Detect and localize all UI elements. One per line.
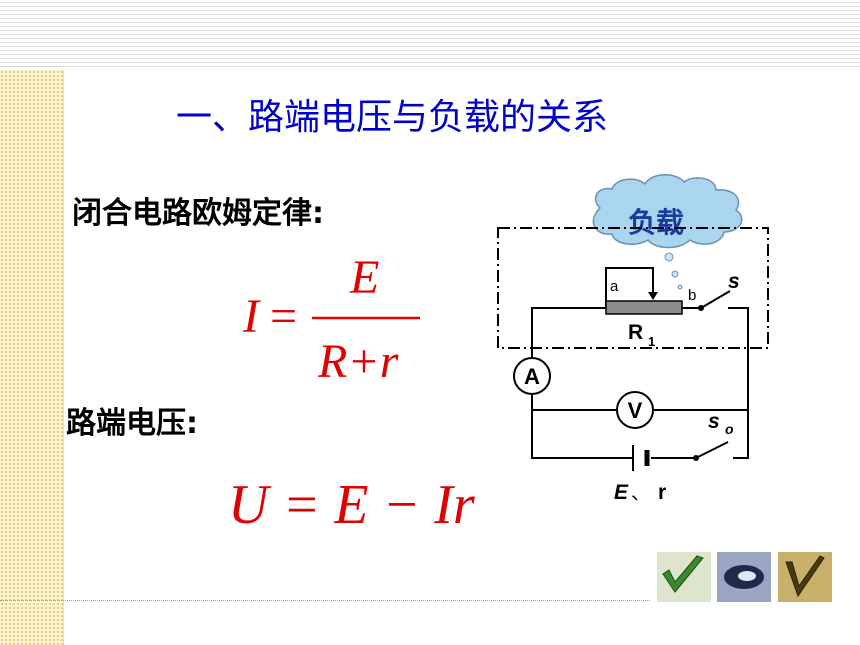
slide-title: 一、路端电压与负载的关系: [176, 97, 609, 138]
voltmeter: V: [616, 391, 654, 429]
ohm-law-label: 闭合电路欧姆定律:: [72, 196, 324, 231]
terminal-b-label: b: [688, 287, 696, 304]
voltmeter-label: V: [628, 398, 643, 423]
thought-bubble-2: [671, 270, 679, 278]
left-decorative-band: [0, 70, 63, 645]
switch-s0-blade: [695, 441, 729, 459]
checkmark-logo-gold: [778, 552, 832, 602]
resistor-r1: [605, 300, 683, 315]
terminal-a-label: a: [610, 278, 619, 295]
resistor-r1-subscript: 1: [648, 334, 655, 349]
terminal-voltage-label: 路端电压:: [66, 406, 198, 441]
source-separator: 、: [631, 482, 650, 504]
ammeter-label: A: [524, 364, 540, 389]
checkmark-logo-green: [657, 552, 711, 602]
ammeter: A: [513, 357, 551, 395]
thought-bubble-3: [677, 284, 683, 290]
source-emf-label: E: [614, 481, 629, 504]
load-cloud: 负载: [592, 174, 743, 249]
rheostat-slider-arrow: [648, 292, 658, 300]
switch-s0-subscript: o: [725, 421, 734, 437]
switch-s-label: s: [728, 270, 740, 293]
header-stripe-band: [0, 0, 860, 70]
resistor-r1-label: R: [628, 321, 643, 344]
disc-logo-blue: [717, 552, 771, 602]
cloud-label: 负载: [628, 206, 684, 239]
left-divider-line: [63, 70, 64, 645]
thought-bubble-1: [664, 252, 674, 262]
source-internal-r-label: r: [658, 481, 666, 504]
bottom-divider-line: [0, 600, 650, 601]
circuit-wires: [531, 267, 749, 459]
load-dashed-box: [497, 227, 769, 349]
switch-s-blade: [700, 290, 731, 309]
switch-s0-label: s: [708, 410, 720, 433]
